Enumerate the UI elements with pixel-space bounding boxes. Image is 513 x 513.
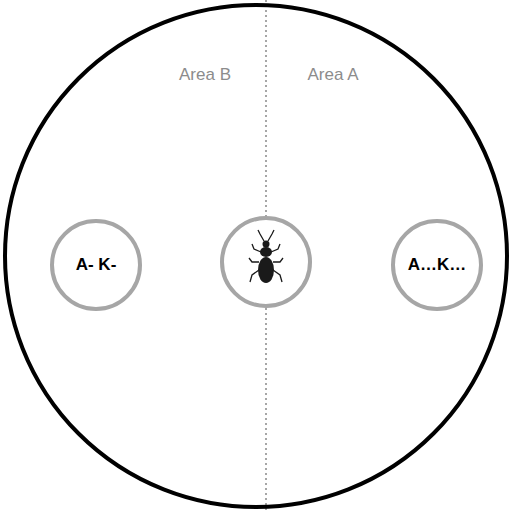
node-label: A…K… [408, 255, 467, 275]
odor-circle: A…K… [391, 219, 483, 311]
beetle-icon [249, 230, 283, 283]
area-label: Area B [177, 65, 233, 85]
start-circle [222, 218, 310, 306]
divider-line [265, 0, 267, 216]
odor-circle: A- K- [50, 219, 142, 311]
node-label: A- K- [76, 255, 117, 275]
divider-line [265, 308, 267, 513]
area-label: Area A [305, 65, 360, 85]
arena-circle [5, 5, 507, 507]
